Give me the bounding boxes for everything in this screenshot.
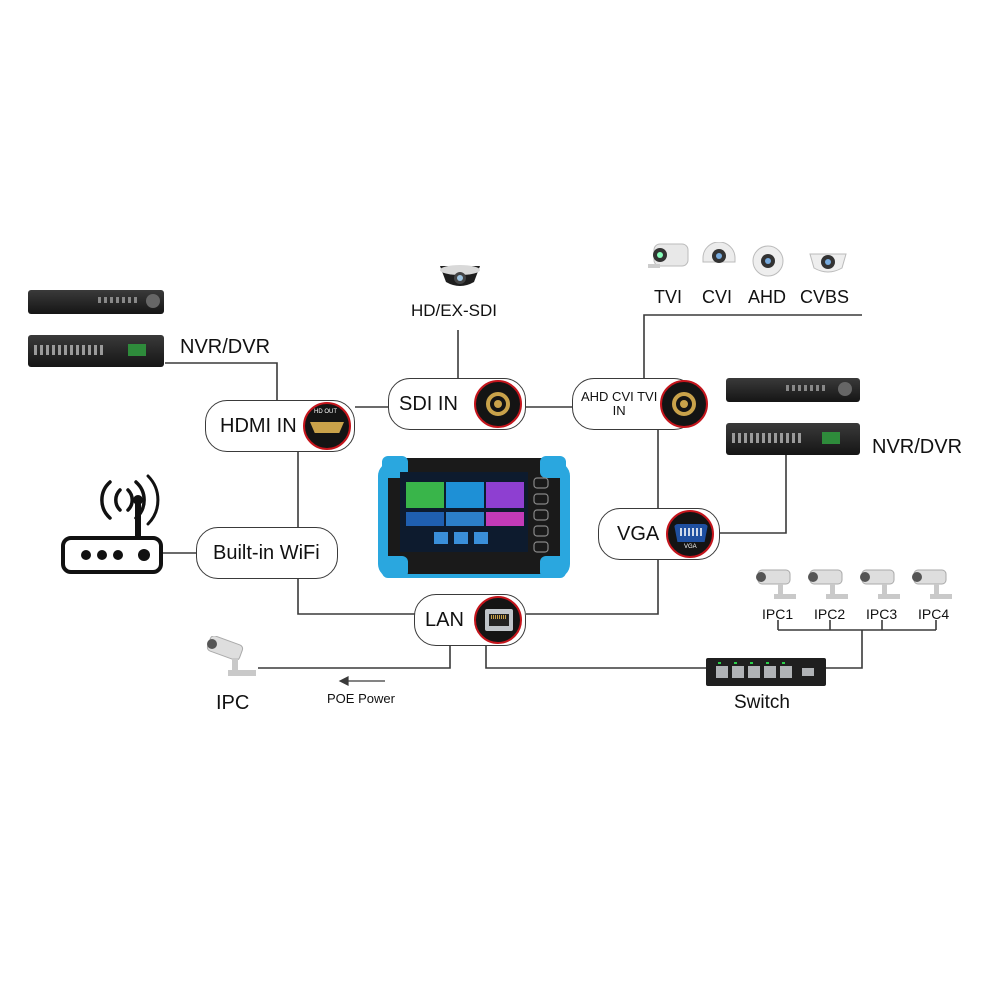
wifi-label: Built-in WiFi [213,541,320,564]
ipc3-label: IPC3 [866,606,898,622]
analog-camera-label-tvi: TVI [654,287,683,307]
tester-device-icon [374,452,574,582]
analog-camera-label-cvi: CVI [702,287,733,307]
sdi-in-label: SDI IN [399,392,458,415]
nvr-dvr-right-label: NVR/DVR [872,436,963,458]
hdmi-port-icon: HD OUT [303,402,351,450]
bnc-port-analog-icon [660,380,708,428]
ipc1-camera-icon [752,566,804,606]
cvi-dome-camera-icon [700,241,738,276]
ipc2-camera-icon [804,566,856,606]
hdmi-port-text: HD OUT [314,409,337,415]
poe-power-label: POE Power [327,691,395,706]
wifi-router-icon [60,470,164,578]
nvr-dvr-top-left-icon [28,290,164,314]
hdmi-in-label: HDMI IN [220,414,297,437]
nvr-dvr-top-right-icon [726,378,860,402]
lan-label: LAN [425,608,464,631]
nvr-dvr-left-label: NVR/DVR [180,336,271,358]
ipc2-label: IPC2 [814,606,846,622]
analog-camera-label-ahd: AHD [748,287,787,307]
analog-camera-label-cvbs: CVBS [800,287,850,307]
wifi-node: Built-in WiFi [196,527,338,579]
vga-port-icon: VGA [666,510,714,558]
ahd-dome-camera-icon [750,244,786,278]
vga-port-text: VGA [684,544,697,550]
switch-label: Switch [734,692,790,713]
rj45-port-icon [474,596,522,644]
sdi-dome-camera-icon [436,262,484,290]
ipc1-label: IPC1 [762,606,794,622]
sdi-camera-label: HD/EX-SDI [411,301,497,320]
ipc3-camera-icon [856,566,908,606]
analog-in-label: AHD CVI TVI IN [581,389,658,418]
ipc-camera-icon [198,635,262,684]
tvi-bullet-camera-icon [646,240,690,274]
ipc4-label: IPC4 [918,606,950,622]
network-switch-icon [706,656,826,688]
cvbs-turret-camera-icon [806,244,850,278]
nvr-dvr-bottom-right-icon [726,423,860,455]
ipc-label: IPC [216,692,250,714]
ipc4-camera-icon [908,566,960,606]
nvr-dvr-bottom-left-icon [28,335,164,367]
vga-label: VGA [617,522,660,545]
bnc-port-icon [474,380,522,428]
